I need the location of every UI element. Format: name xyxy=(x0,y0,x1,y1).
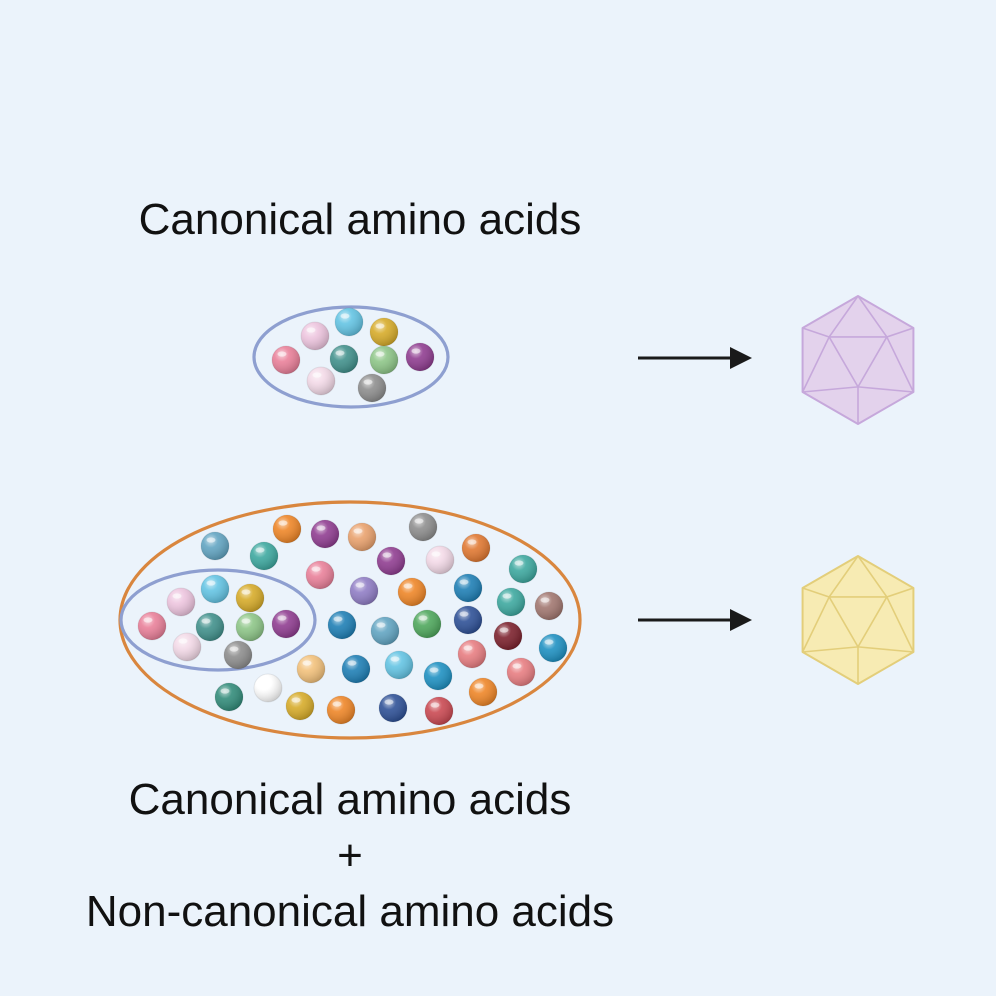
amino-acid-sphere-icon xyxy=(195,612,225,642)
right-arrow-icon xyxy=(638,347,752,369)
noncanonical-amino-acid-sphere-icon xyxy=(347,522,377,552)
right-arrow-icon xyxy=(638,609,752,631)
noncanonical-amino-acid-sphere-icon xyxy=(272,514,302,544)
noncanonical-amino-acid-sphere-icon xyxy=(253,673,283,703)
amino-acid-sphere-icon xyxy=(306,366,336,396)
amino-acid-sphere-icon xyxy=(369,317,399,347)
amino-acid-sphere-icon xyxy=(223,640,253,670)
noncanonical-amino-acid-sphere-icon xyxy=(468,677,498,707)
amino-acid-sphere-icon xyxy=(166,587,196,617)
plus-sign: + xyxy=(337,831,363,880)
noncanonical-amino-acid-sphere-icon xyxy=(305,560,335,590)
noncanonical-amino-acid-sphere-icon xyxy=(453,605,483,635)
amino-acid-sphere-icon xyxy=(235,612,265,642)
amino-acid-sphere-icon xyxy=(329,344,359,374)
amino-acid-sphere-icon xyxy=(334,307,364,337)
noncanonical-amino-acid-sphere-icon xyxy=(423,661,453,691)
amino-acid-sphere-icon xyxy=(405,342,435,372)
noncanonical-amino-acid-sphere-icon xyxy=(384,650,414,680)
noncanonical-amino-acid-sphere-icon xyxy=(496,587,526,617)
noncanonical-amino-acid-sphere-icon xyxy=(296,654,326,684)
noncanonical-amino-acids-label: Non-canonical amino acids xyxy=(85,887,615,936)
noncanonical-amino-acid-sphere-icon xyxy=(461,533,491,563)
noncanonical-amino-acid-sphere-icon xyxy=(408,512,438,542)
noncanonical-capsid-icon xyxy=(801,555,915,685)
amino-acid-sphere-icon xyxy=(271,345,301,375)
noncanonical-amino-acid-sphere-icon xyxy=(376,546,406,576)
amino-acid-sphere-icon xyxy=(172,632,202,662)
noncanonical-amino-acid-sphere-icon xyxy=(453,573,483,603)
noncanonical-amino-acid-sphere-icon xyxy=(378,693,408,723)
canonical-subset-outline xyxy=(119,568,317,672)
amino-acid-sphere-icon xyxy=(357,373,387,403)
amino-acid-sphere-icon xyxy=(200,574,230,604)
amino-acid-sphere-icon xyxy=(137,611,167,641)
amino-acid-sphere-icon xyxy=(300,321,330,351)
amino-acid-sphere-icon xyxy=(369,345,399,375)
canonical-set-outline xyxy=(252,305,450,409)
noncanonical-amino-acid-sphere-icon xyxy=(214,682,244,712)
noncanonical-amino-acid-sphere-icon xyxy=(538,633,568,663)
canonical-capsid-icon xyxy=(801,295,915,425)
noncanonical-amino-acid-sphere-icon xyxy=(249,541,279,571)
noncanonical-amino-acid-sphere-icon xyxy=(425,545,455,575)
noncanonical-amino-acid-sphere-icon xyxy=(506,657,536,687)
noncanonical-amino-acid-sphere-icon xyxy=(508,554,538,584)
noncanonical-amino-acid-sphere-icon xyxy=(310,519,340,549)
noncanonical-amino-acid-sphere-icon xyxy=(370,616,400,646)
noncanonical-amino-acid-sphere-icon xyxy=(457,639,487,669)
noncanonical-amino-acid-sphere-icon xyxy=(285,691,315,721)
noncanonical-amino-acid-sphere-icon xyxy=(326,695,356,725)
noncanonical-amino-acid-sphere-icon xyxy=(349,576,379,606)
noncanonical-amino-acid-sphere-icon xyxy=(397,577,427,607)
noncanonical-amino-acid-sphere-icon xyxy=(534,591,564,621)
noncanonical-amino-acid-sphere-icon xyxy=(412,609,442,639)
canonical-amino-acids-label: Canonical amino acids xyxy=(138,195,582,244)
noncanonical-amino-acid-sphere-icon xyxy=(493,621,523,651)
amino-acid-sphere-icon xyxy=(271,609,301,639)
amino-acid-sphere-icon xyxy=(235,583,265,613)
noncanonical-amino-acid-sphere-icon xyxy=(327,610,357,640)
expanded-set-label-line1: Canonical amino acids xyxy=(128,775,572,824)
noncanonical-amino-acid-sphere-icon xyxy=(424,696,454,726)
noncanonical-amino-acid-sphere-icon xyxy=(200,531,230,561)
noncanonical-amino-acid-sphere-icon xyxy=(341,654,371,684)
